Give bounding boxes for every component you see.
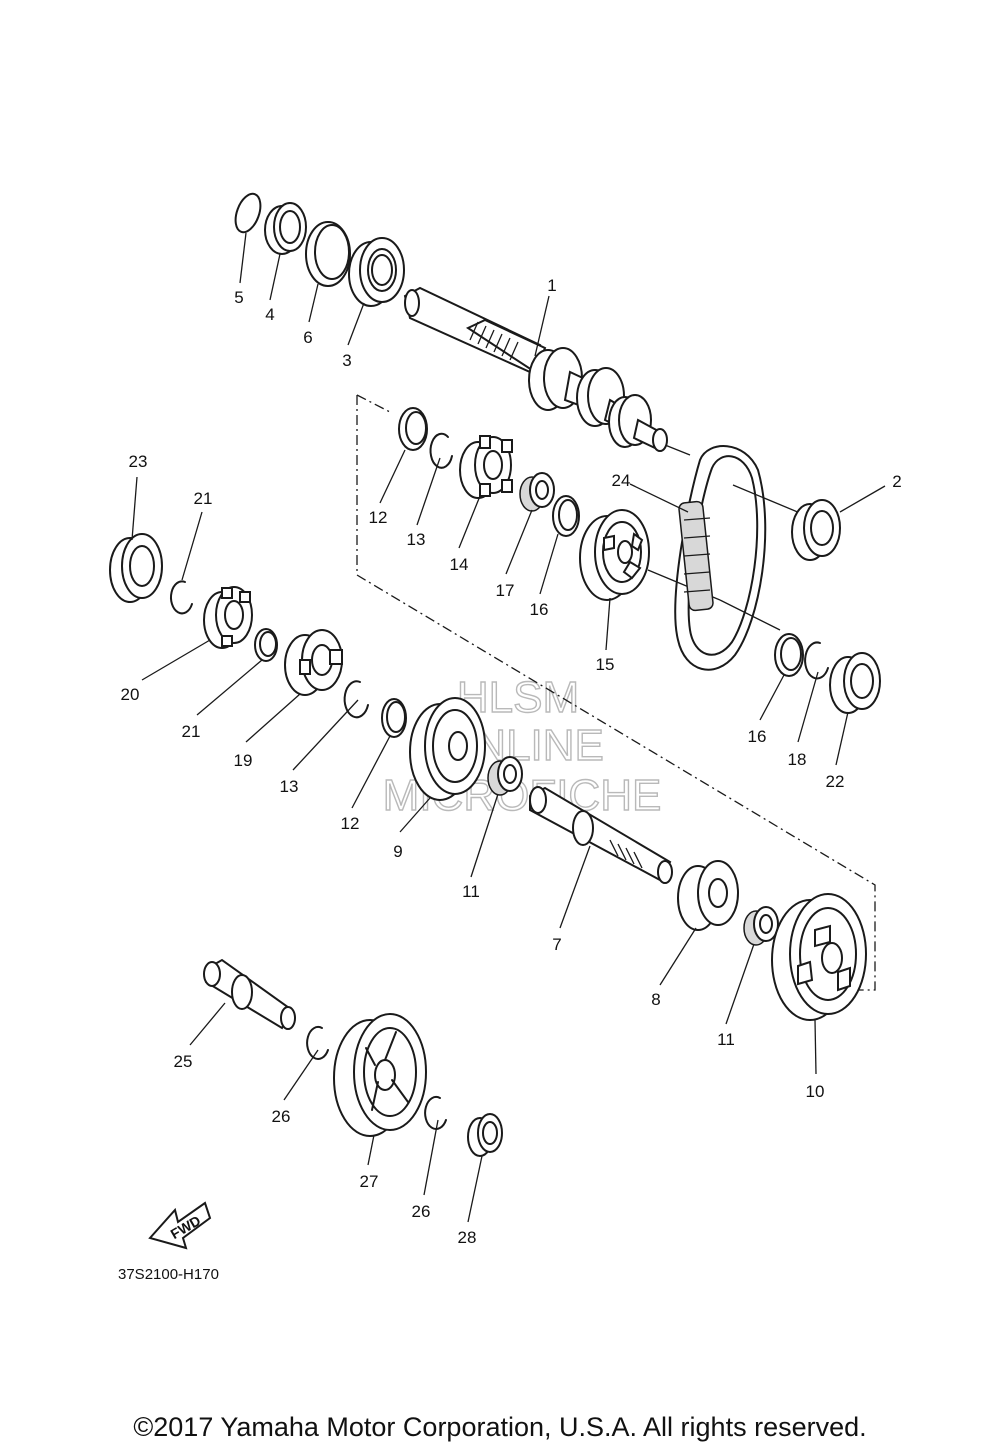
part-13-circlip-lower: [343, 680, 369, 719]
copyright-notice: ©2017 Yamaha Motor Corporation, U.S.A. A…: [133, 1412, 867, 1442]
callout: 21: [194, 489, 213, 508]
callout: 11: [717, 1030, 735, 1049]
part-26-circlip-left: [306, 1025, 329, 1060]
part-17-needle-bearing: [519, 472, 555, 512]
leader-lines: [131, 232, 886, 1223]
part-19-dog-clutch: [284, 629, 343, 696]
part-4-oil-seal: [264, 202, 307, 255]
callout: 5: [234, 288, 243, 307]
part-13-circlip-top: [429, 432, 453, 469]
part-12-washer-top: [398, 407, 428, 451]
callout: 13: [407, 530, 426, 549]
callout: 16: [530, 600, 549, 619]
callout: 14: [450, 555, 469, 574]
callout: 1: [547, 276, 556, 295]
part-3-bearing: [348, 237, 405, 307]
part-21-circlip-upper: [169, 580, 193, 615]
part-14-dog-clutch: [459, 435, 513, 499]
part-8-gear: [677, 860, 739, 931]
part-2-bearing: [791, 499, 841, 561]
callout: 6: [303, 328, 312, 347]
callout: 2: [892, 472, 901, 491]
part-15-sprocket: [579, 509, 650, 601]
part-28-needle-bearing: [467, 1113, 503, 1157]
callout: 11: [462, 882, 480, 901]
callout: 20: [121, 685, 140, 704]
callout: 21: [182, 722, 201, 741]
part-9-gear: [409, 697, 486, 801]
callout: 23: [129, 452, 148, 471]
part-16-washer-right: [774, 633, 804, 677]
part-1-main-shaft: [403, 286, 668, 452]
callout: 28: [458, 1228, 477, 1247]
part-7-secondary-shaft: [529, 786, 673, 884]
part-24-drive-chain: [674, 445, 767, 671]
callout: 18: [788, 750, 807, 769]
callout: 15: [596, 655, 615, 674]
callout-numbers: 1 2 3 4 5 6 7 8 9 10 11 11 12 12 13 13 1…: [121, 276, 902, 1247]
part-26-circlip-right: [424, 1095, 447, 1130]
callout: 12: [369, 508, 388, 527]
part-11-needle-bearing-right: [743, 906, 779, 946]
assembly-outline: [356, 394, 876, 991]
part-10-large-gear: [771, 893, 867, 1021]
callout: 26: [272, 1107, 291, 1126]
part-11-needle-bearing-left: [487, 756, 523, 796]
callout: 13: [280, 777, 299, 796]
callout: 17: [496, 581, 515, 600]
part-25-shaft: [203, 958, 296, 1030]
part-27-gear: [333, 1013, 427, 1137]
axis-lines: [647, 444, 801, 631]
callout: 10: [806, 1082, 825, 1101]
callout: 9: [393, 842, 402, 861]
callout: 7: [552, 935, 561, 954]
callout: 27: [360, 1172, 379, 1191]
part-5-o-ring: [234, 192, 262, 234]
callout: 26: [412, 1202, 431, 1221]
callout: 8: [651, 990, 660, 1009]
part-20-clutch-hub: [203, 586, 253, 649]
part-23-bearing: [109, 533, 163, 603]
diagram-part-code: 37S2100-H170: [118, 1266, 219, 1283]
part-6-ring: [305, 221, 351, 287]
callout: 25: [174, 1052, 193, 1071]
callout: 24: [612, 471, 631, 490]
callout: 16: [748, 727, 767, 746]
callout: 19: [234, 751, 253, 770]
part-22-bearing: [829, 652, 881, 714]
callout: 12: [341, 814, 360, 833]
part-12-washer-lower: [381, 698, 407, 738]
part-21-circlip-lower: [254, 628, 278, 662]
part-18-circlip: [804, 641, 829, 680]
callout: 22: [826, 772, 845, 791]
part-16-washer-top: [552, 495, 580, 537]
callout: 4: [265, 305, 274, 324]
fwd-arrow-icon: FWD: [148, 1201, 212, 1250]
callout: 3: [342, 351, 351, 370]
